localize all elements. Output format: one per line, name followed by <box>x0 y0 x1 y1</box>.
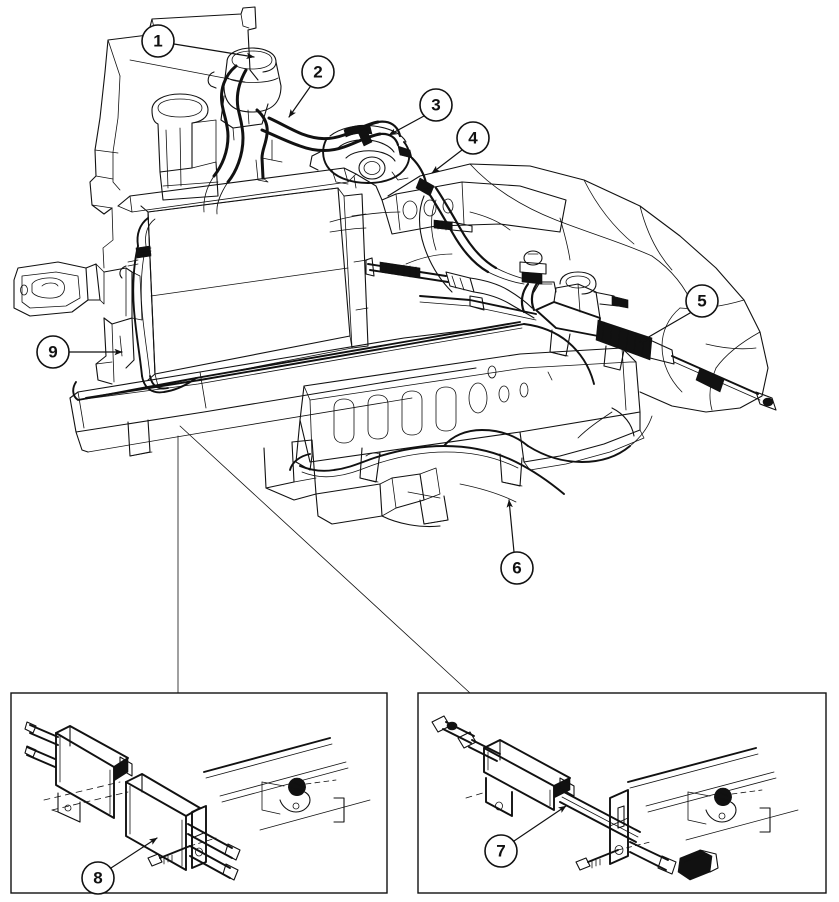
callout-8-circle <box>81 861 115 895</box>
radiator <box>140 187 369 387</box>
callout-6-leader <box>506 499 515 553</box>
callout-6-circle <box>500 551 534 585</box>
callout-1-circle <box>141 24 175 58</box>
inset-panel-left-border <box>10 692 388 894</box>
left-radiator-support-bracket <box>13 261 143 385</box>
callout-3-leader <box>388 115 425 136</box>
callout-2-circle <box>301 55 335 89</box>
callout-1[interactable]: 1 <box>141 24 255 59</box>
inset-panel-right: 7 <box>417 692 827 894</box>
callout-9-label: 9 <box>48 343 57 362</box>
callout-8-leader <box>110 837 158 869</box>
front-lower-crossmember <box>69 329 477 525</box>
inset-connectors <box>177 425 471 694</box>
callout-2[interactable]: 2 <box>288 55 335 118</box>
cowl-panel <box>89 6 259 269</box>
callout-3-label: 3 <box>431 96 440 115</box>
callout-7[interactable]: 7 <box>484 805 567 868</box>
callout-5-label: 5 <box>697 292 706 311</box>
intermediate-shaft <box>365 257 535 319</box>
callout-8-label: 8 <box>93 869 102 888</box>
callout-6[interactable]: 6 <box>500 499 534 585</box>
apron-upper-detail <box>329 181 567 235</box>
callout-3[interactable]: 3 <box>388 88 453 136</box>
callout-2-label: 2 <box>313 63 322 82</box>
finned-cooler-assembly <box>24 721 371 881</box>
callout-3-circle <box>419 88 453 122</box>
subframe-detail-lines <box>329 227 613 528</box>
callout-8[interactable]: 8 <box>81 837 158 895</box>
tube-cooler-assembly <box>431 715 799 881</box>
reservoir-hoses <box>203 64 248 215</box>
steering-gear-hose-fittings <box>519 250 547 314</box>
radiator-support <box>117 167 383 213</box>
power-steering-reservoir <box>207 47 282 141</box>
callout-9[interactable]: 9 <box>36 335 123 369</box>
callout-5-circle <box>685 284 719 318</box>
callout-4-leader <box>431 149 463 174</box>
connector-to-right-panel <box>179 425 471 694</box>
callout-7-circle <box>484 834 518 868</box>
callout-7-leader <box>513 805 567 842</box>
fasteners <box>433 219 473 233</box>
power-steering-pump <box>309 124 413 189</box>
callout-9-circle <box>36 335 70 369</box>
callout-4-label: 4 <box>468 129 478 148</box>
lower-return-lines <box>289 323 653 495</box>
callout-5[interactable]: 5 <box>639 284 719 343</box>
callout-1-leader <box>173 43 255 59</box>
callout-4-circle <box>456 121 490 155</box>
callout-5-leader <box>639 312 691 343</box>
callout-7-label: 7 <box>496 842 505 861</box>
inset-panel-right-border <box>417 692 827 894</box>
steering-gear-rack <box>419 271 777 411</box>
front-subframe-crossmember <box>295 347 645 471</box>
coolant-reservoir <box>151 93 219 201</box>
callout-6-label: 6 <box>512 559 521 578</box>
main-illustration <box>13 6 777 528</box>
cooler-supply-line <box>119 217 197 394</box>
pressure-hose-assembly <box>255 108 402 183</box>
callout-2-leader <box>288 86 311 118</box>
callout-4[interactable]: 4 <box>431 121 490 174</box>
callout-1-label: 1 <box>153 32 162 51</box>
inset-panel-left: 8 <box>10 692 388 895</box>
